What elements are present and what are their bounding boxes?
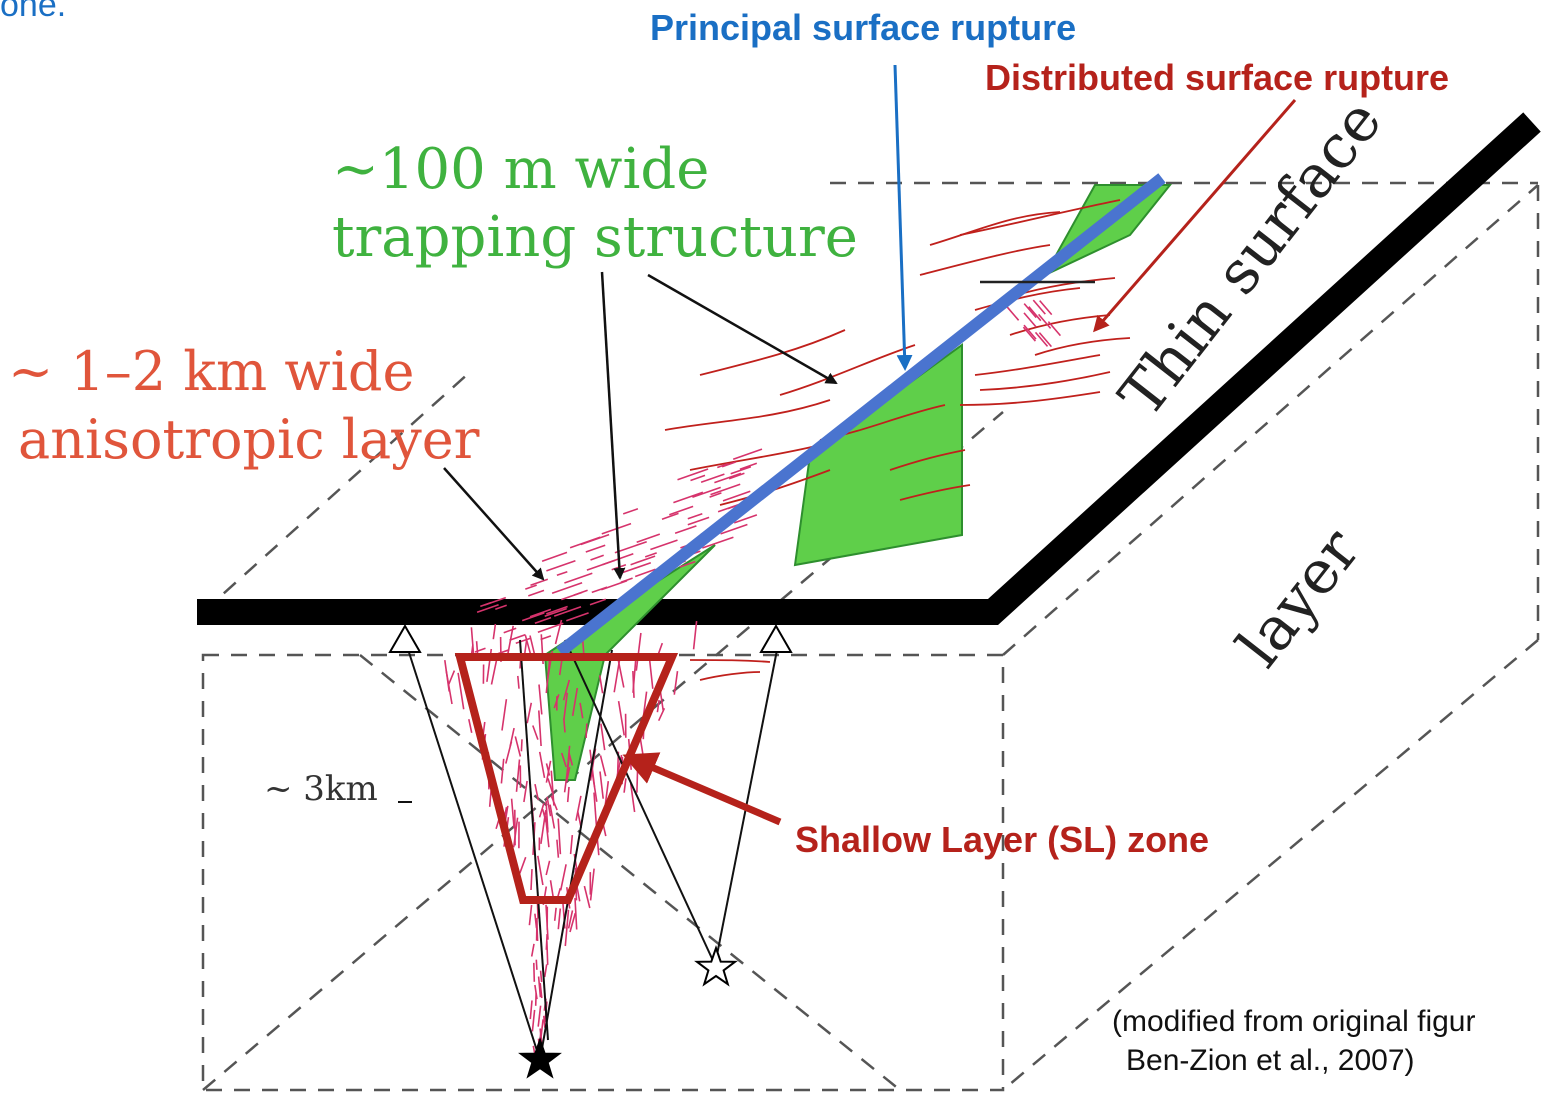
trapping-structure-label-line1: ~100 m wide (332, 137, 710, 202)
anisotropic-layer-label-line1: ~ 1–2 km wide (8, 340, 415, 403)
distributed-surface-rupture-label: Distributed surface rupture (985, 57, 1450, 98)
shallow-layer-zone-outline (454, 653, 679, 904)
open-star-icon (694, 944, 738, 987)
distributed-cracks (664, 199, 1131, 681)
corner-text-fragment: one. (0, 0, 67, 24)
trapping-structure-label-line2: trapping structure (332, 205, 858, 270)
crack-hatching (444, 299, 1062, 1057)
annotation-arrows (398, 64, 1297, 826)
principal-surface-rupture-label: Principal surface rupture (650, 7, 1077, 48)
figure-credit-line1: (modified from original figur (1112, 1005, 1476, 1038)
filled-star-icon (518, 1036, 562, 1079)
receiver-triangle-icon (759, 623, 793, 653)
principal-fault-line (556, 173, 1166, 657)
thin-surface-layer-line (197, 112, 1541, 625)
receiver-triangle-icon (388, 623, 422, 653)
figure-credit-line2: Ben-Zion et al., 2007) (1126, 1044, 1415, 1077)
anisotropic-layer-label-line2: anisotropic layer (18, 408, 480, 471)
shallow-layer-zone-label: Shallow Layer (SL) zone (795, 819, 1210, 860)
trapping-structure-patches (543, 184, 1173, 781)
depth-scale-label: ~ 3km (264, 769, 378, 809)
